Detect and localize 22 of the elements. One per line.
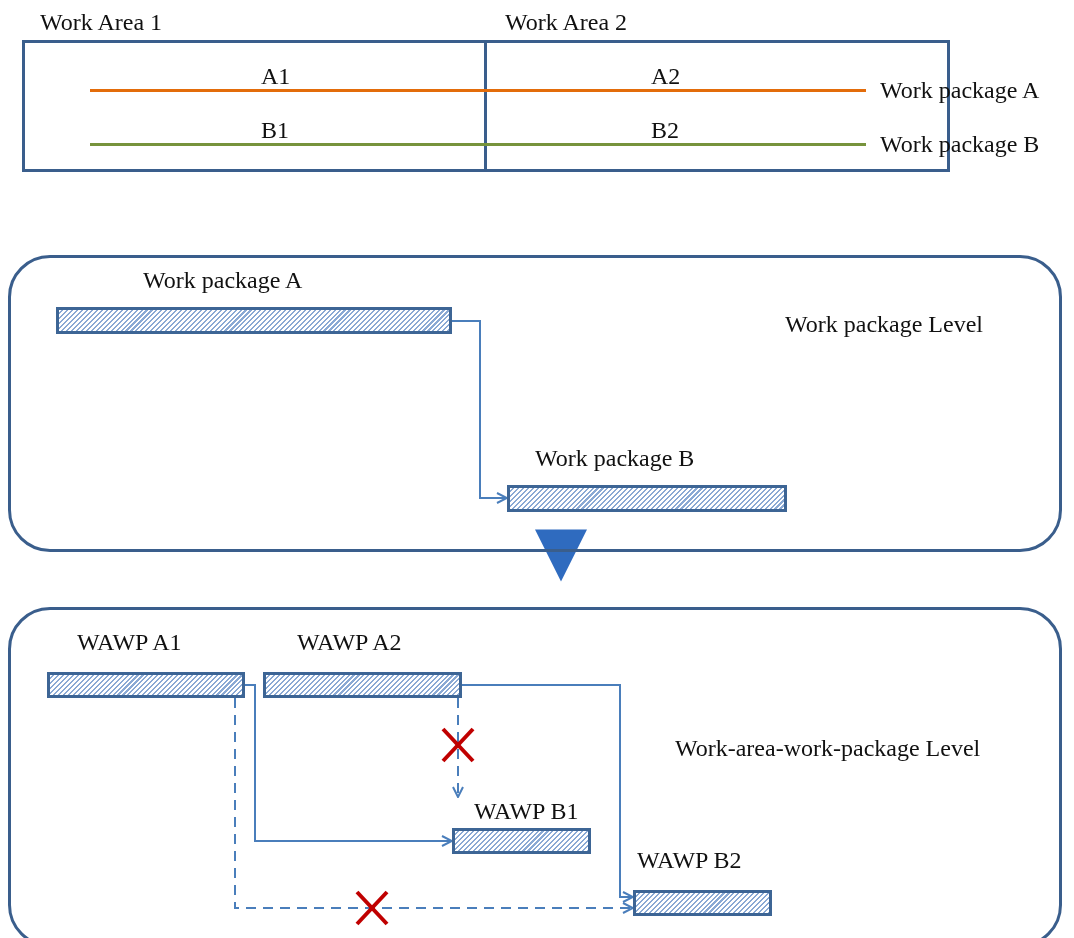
area-heading: Work Area 1 [40, 8, 163, 36]
bar-heading: WAWP A1 [77, 628, 182, 656]
bar-heading: WAWP A2 [297, 628, 402, 656]
level-label: Work package Level [785, 310, 983, 338]
level-panel [8, 255, 1062, 552]
arrow [244, 684, 453, 847]
arrow [452, 697, 464, 798]
block-arrow [535, 529, 587, 582]
bar-heading: WAWP B1 [474, 797, 579, 825]
line-label: A1 [261, 62, 291, 90]
line-label: A2 [651, 62, 681, 90]
line-label: B2 [651, 116, 679, 144]
arrow [234, 697, 634, 914]
line-label: B1 [261, 116, 289, 144]
arrow [461, 684, 634, 903]
level-panel [8, 607, 1062, 938]
bar-heading: Work package B [535, 444, 695, 472]
arrow [451, 320, 508, 504]
level-label: Work-area-work-package Level [675, 734, 981, 762]
area-heading: Work Area 2 [505, 8, 628, 36]
bar-heading: WAWP B2 [637, 846, 742, 874]
bar-heading: Work package A [143, 266, 303, 294]
